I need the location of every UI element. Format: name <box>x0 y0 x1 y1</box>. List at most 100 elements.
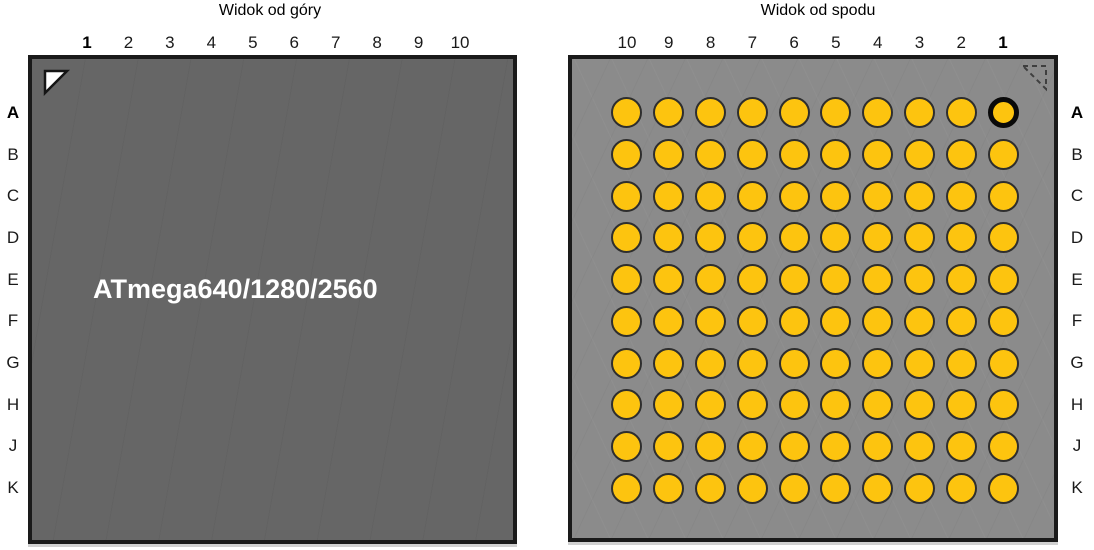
ball-B3 <box>904 138 936 170</box>
ball-J5 <box>820 431 852 463</box>
bottom-view-row-label-G: G <box>1070 353 1084 373</box>
ball-D6 <box>778 222 810 254</box>
ball-B9 <box>652 138 684 170</box>
ball-H3 <box>904 389 936 421</box>
bottom-view-row-label-A: A <box>1070 103 1084 122</box>
ball-A2 <box>946 97 977 128</box>
ball-C9 <box>652 180 684 212</box>
ball-D1 <box>987 222 1019 254</box>
bottom-view-row-label-J: J <box>1072 436 1082 456</box>
ball-K5 <box>820 472 852 504</box>
ball-H1 <box>987 389 1019 421</box>
ball-H7 <box>736 389 768 421</box>
bottom-view-column-label-3: 3 <box>914 33 925 52</box>
ball-E8 <box>694 264 726 296</box>
pin1-marker-dashed-icon <box>1021 65 1047 92</box>
top-view-column-label-10: 10 <box>450 33 470 52</box>
ball-K8 <box>694 472 726 504</box>
ball-row-D <box>611 222 1019 254</box>
ball-F1 <box>987 305 1019 337</box>
bottom-view-column-label-7: 7 <box>747 33 758 52</box>
ball-D4 <box>862 222 894 254</box>
bottom-view-row-label-C: C <box>1070 186 1084 206</box>
bottom-view-column-label-1: 1 <box>998 33 1008 52</box>
ball-A7 <box>736 97 768 128</box>
top-view-column-label-8: 8 <box>372 33 382 52</box>
bottom-view-column-label-5: 5 <box>831 33 841 52</box>
ball-F7 <box>736 305 768 337</box>
top-view-column-label-9: 9 <box>413 33 424 52</box>
ball-J4 <box>862 431 894 463</box>
ball-D3 <box>904 222 936 254</box>
ball-H6 <box>778 389 810 421</box>
ball-row-C <box>611 180 1019 212</box>
ball-row-H <box>611 389 1019 421</box>
top-view-column-label-7: 7 <box>330 33 341 52</box>
bottom-view-row-label-D: D <box>1070 228 1084 247</box>
top-view-row-label-B: B <box>7 144 19 164</box>
top-view-row-label-H: H <box>6 394 20 414</box>
ball-grid <box>611 97 1019 504</box>
top-view-column-label-3: 3 <box>165 33 175 52</box>
ball-A8 <box>694 97 726 128</box>
ball-H10 <box>611 389 642 421</box>
ball-A10 <box>611 97 642 128</box>
ball-D9 <box>652 222 684 254</box>
ball-A9 <box>652 97 684 128</box>
bottom-view-row-label-H: H <box>1070 394 1084 414</box>
chip-part-number: ATmega640/1280/2560 <box>93 274 378 304</box>
ball-C2 <box>946 180 977 212</box>
bottom-view-row-label-K: K <box>1071 478 1083 498</box>
top-view-row-label-J: J <box>8 436 18 456</box>
ball-H4 <box>862 389 894 421</box>
ball-K2 <box>946 472 977 504</box>
ball-F2 <box>946 305 977 337</box>
ball-E4 <box>862 264 894 296</box>
pin1-marker-triangle-icon <box>43 69 70 96</box>
ball-F3 <box>904 305 936 337</box>
top-view-row-label-A: A <box>6 103 20 122</box>
ball-J1 <box>987 431 1019 463</box>
ball-G10 <box>611 347 642 379</box>
ball-E2 <box>946 264 977 296</box>
ball-H8 <box>694 389 726 421</box>
ball-G2 <box>946 347 977 379</box>
ball-C1 <box>987 180 1019 212</box>
ball-A6 <box>778 97 810 128</box>
ball-row-G <box>611 347 1019 379</box>
top-view-row-label-K: K <box>7 478 19 498</box>
top-view-row-label-F: F <box>7 311 19 331</box>
ball-G7 <box>736 347 768 379</box>
ball-K3 <box>904 472 936 504</box>
ball-J3 <box>904 431 936 463</box>
ball-row-B <box>611 138 1019 170</box>
ball-B7 <box>736 138 768 170</box>
ball-B2 <box>946 138 977 170</box>
ball-G4 <box>862 347 894 379</box>
ball-A5 <box>820 97 852 128</box>
package-bottom-view <box>568 55 1058 542</box>
ball-A3 <box>904 97 936 128</box>
ball-K9 <box>652 472 684 504</box>
ball-C6 <box>778 180 810 212</box>
top-view-row-label-E: E <box>7 269 19 289</box>
ball-E1 <box>987 264 1019 296</box>
top-view-row-label-C: C <box>6 186 20 206</box>
ball-C10 <box>611 180 642 212</box>
ball-D8 <box>694 222 726 254</box>
ball-A4 <box>862 97 894 128</box>
ball-J10 <box>611 431 642 463</box>
bottom-view-column-label-2: 2 <box>956 33 966 52</box>
ball-J8 <box>694 431 726 463</box>
ball-A1 <box>987 97 1019 128</box>
ball-G9 <box>652 347 684 379</box>
ball-H2 <box>946 389 977 421</box>
ball-D7 <box>736 222 768 254</box>
ball-K6 <box>778 472 810 504</box>
ball-row-K <box>611 472 1019 504</box>
ball-row-A <box>611 97 1019 128</box>
bottom-view-column-label-8: 8 <box>705 33 716 52</box>
ball-row-J <box>611 431 1019 463</box>
ball-H9 <box>652 389 684 421</box>
ball-B4 <box>862 138 894 170</box>
